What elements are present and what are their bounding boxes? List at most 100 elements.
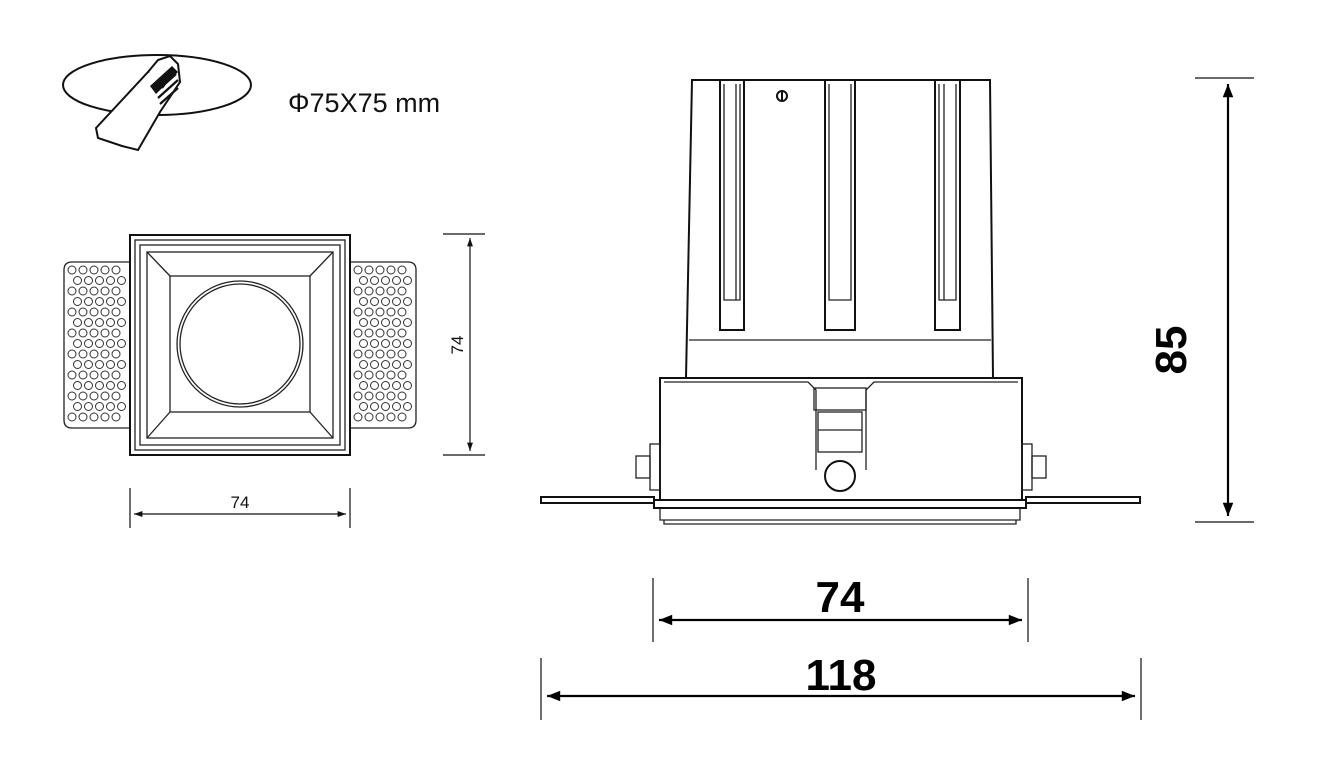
perforation-hole — [364, 328, 374, 338]
perforation-hole — [89, 391, 99, 401]
perforation-hole — [73, 402, 82, 411]
perforation-hole — [106, 402, 115, 411]
side-view — [540, 79, 1141, 525]
perforation-hole — [84, 339, 93, 348]
perforation-hole — [353, 265, 363, 275]
perforation-hole — [67, 307, 77, 317]
perforation-hole — [84, 297, 93, 306]
perforation-hole — [375, 328, 385, 338]
perforation-hole — [359, 276, 368, 285]
perforation-hole — [67, 370, 77, 380]
perforation-hole — [89, 265, 99, 275]
top-view-width-dimension: 74 — [129, 488, 351, 528]
perforation-hole — [403, 318, 412, 327]
perforation-hole — [84, 381, 93, 390]
perforation-hole — [78, 328, 88, 338]
perforation-hole — [78, 349, 88, 359]
perforation-hole — [67, 349, 77, 359]
perforation-hole — [386, 370, 396, 380]
perforation-hole — [392, 360, 401, 369]
perforation-hole — [95, 402, 104, 411]
perforation-hole — [381, 381, 390, 390]
perforation-hole — [392, 339, 401, 348]
perforation-hole — [67, 391, 77, 401]
perforation-hole — [100, 265, 110, 275]
side-view-inner-width-label: 74 — [816, 573, 865, 622]
perforation-hole — [117, 297, 126, 306]
perforation-hole — [117, 276, 126, 285]
perforation-hole — [111, 286, 121, 296]
perforation-hole — [78, 370, 88, 380]
perforation-hole — [100, 286, 110, 296]
perforation-hole — [375, 265, 385, 275]
perforation-hole — [403, 276, 412, 285]
perforation-hole — [392, 381, 401, 390]
right-mounting-plate — [350, 261, 417, 429]
side-view-height-dimension: 85 — [1147, 77, 1254, 523]
perforation-hole — [353, 286, 363, 296]
perforation-hole — [78, 307, 88, 317]
installation-icon — [62, 54, 252, 152]
perforation-hole — [392, 276, 401, 285]
perforation-hole — [84, 276, 93, 285]
perforation-hole — [403, 360, 412, 369]
perforation-hole — [359, 381, 368, 390]
perforation-hole — [386, 391, 396, 401]
perforation-hole — [84, 360, 93, 369]
perforation-hole — [397, 349, 407, 359]
perforation-hole — [67, 286, 77, 296]
perforation-hole — [117, 339, 126, 348]
perforation-hole — [89, 307, 99, 317]
perforation-hole — [353, 307, 363, 317]
perforation-hole — [392, 402, 401, 411]
perforation-hole — [392, 318, 401, 327]
perforation-hole — [397, 265, 407, 275]
perforation-hole — [386, 328, 396, 338]
perforation-hole — [89, 349, 99, 359]
perforation-hole — [117, 360, 126, 369]
perforation-hole — [386, 286, 396, 296]
perforation-hole — [89, 370, 99, 380]
perforation-hole — [370, 339, 379, 348]
cutout-size-label: Φ75X75 mm — [288, 88, 440, 118]
top-view-height-dimension: 74 — [443, 233, 485, 456]
perforation-hole — [95, 297, 104, 306]
perforation-hole — [117, 381, 126, 390]
perforation-hole — [364, 265, 374, 275]
perforation-hole — [397, 370, 407, 380]
perforation-hole — [67, 328, 77, 338]
perforation-hole — [403, 297, 412, 306]
perforation-hole — [381, 339, 390, 348]
perforation-hole — [397, 286, 407, 296]
perforation-hole — [111, 391, 121, 401]
perforation-hole — [375, 412, 385, 422]
perforation-hole — [403, 381, 412, 390]
perforation-hole — [381, 360, 390, 369]
perforation-hole — [73, 276, 82, 285]
perforation-hole — [106, 381, 115, 390]
perforation-hole — [111, 265, 121, 275]
perforation-hole — [359, 297, 368, 306]
perforation-hole — [364, 370, 374, 380]
perforation-hole — [111, 328, 121, 338]
perforation-hole — [353, 412, 363, 422]
perforation-hole — [106, 318, 115, 327]
perforation-hole — [370, 381, 379, 390]
perforation-hole — [100, 307, 110, 317]
perforation-hole — [106, 276, 115, 285]
perforation-hole — [111, 370, 121, 380]
perforation-hole — [375, 307, 385, 317]
perforation-hole — [67, 265, 77, 275]
perforation-hole — [364, 412, 374, 422]
perforation-hole — [100, 370, 110, 380]
perforation-hole — [359, 402, 368, 411]
perforation-hole — [353, 370, 363, 380]
perforation-hole — [95, 339, 104, 348]
perforation-hole — [359, 339, 368, 348]
side-view-height-label: 85 — [1147, 326, 1196, 375]
side-view-overall-width-label: 118 — [806, 651, 877, 700]
perforation-hole — [381, 402, 390, 411]
left-mounting-plate — [63, 261, 130, 429]
perforation-hole — [89, 412, 99, 422]
